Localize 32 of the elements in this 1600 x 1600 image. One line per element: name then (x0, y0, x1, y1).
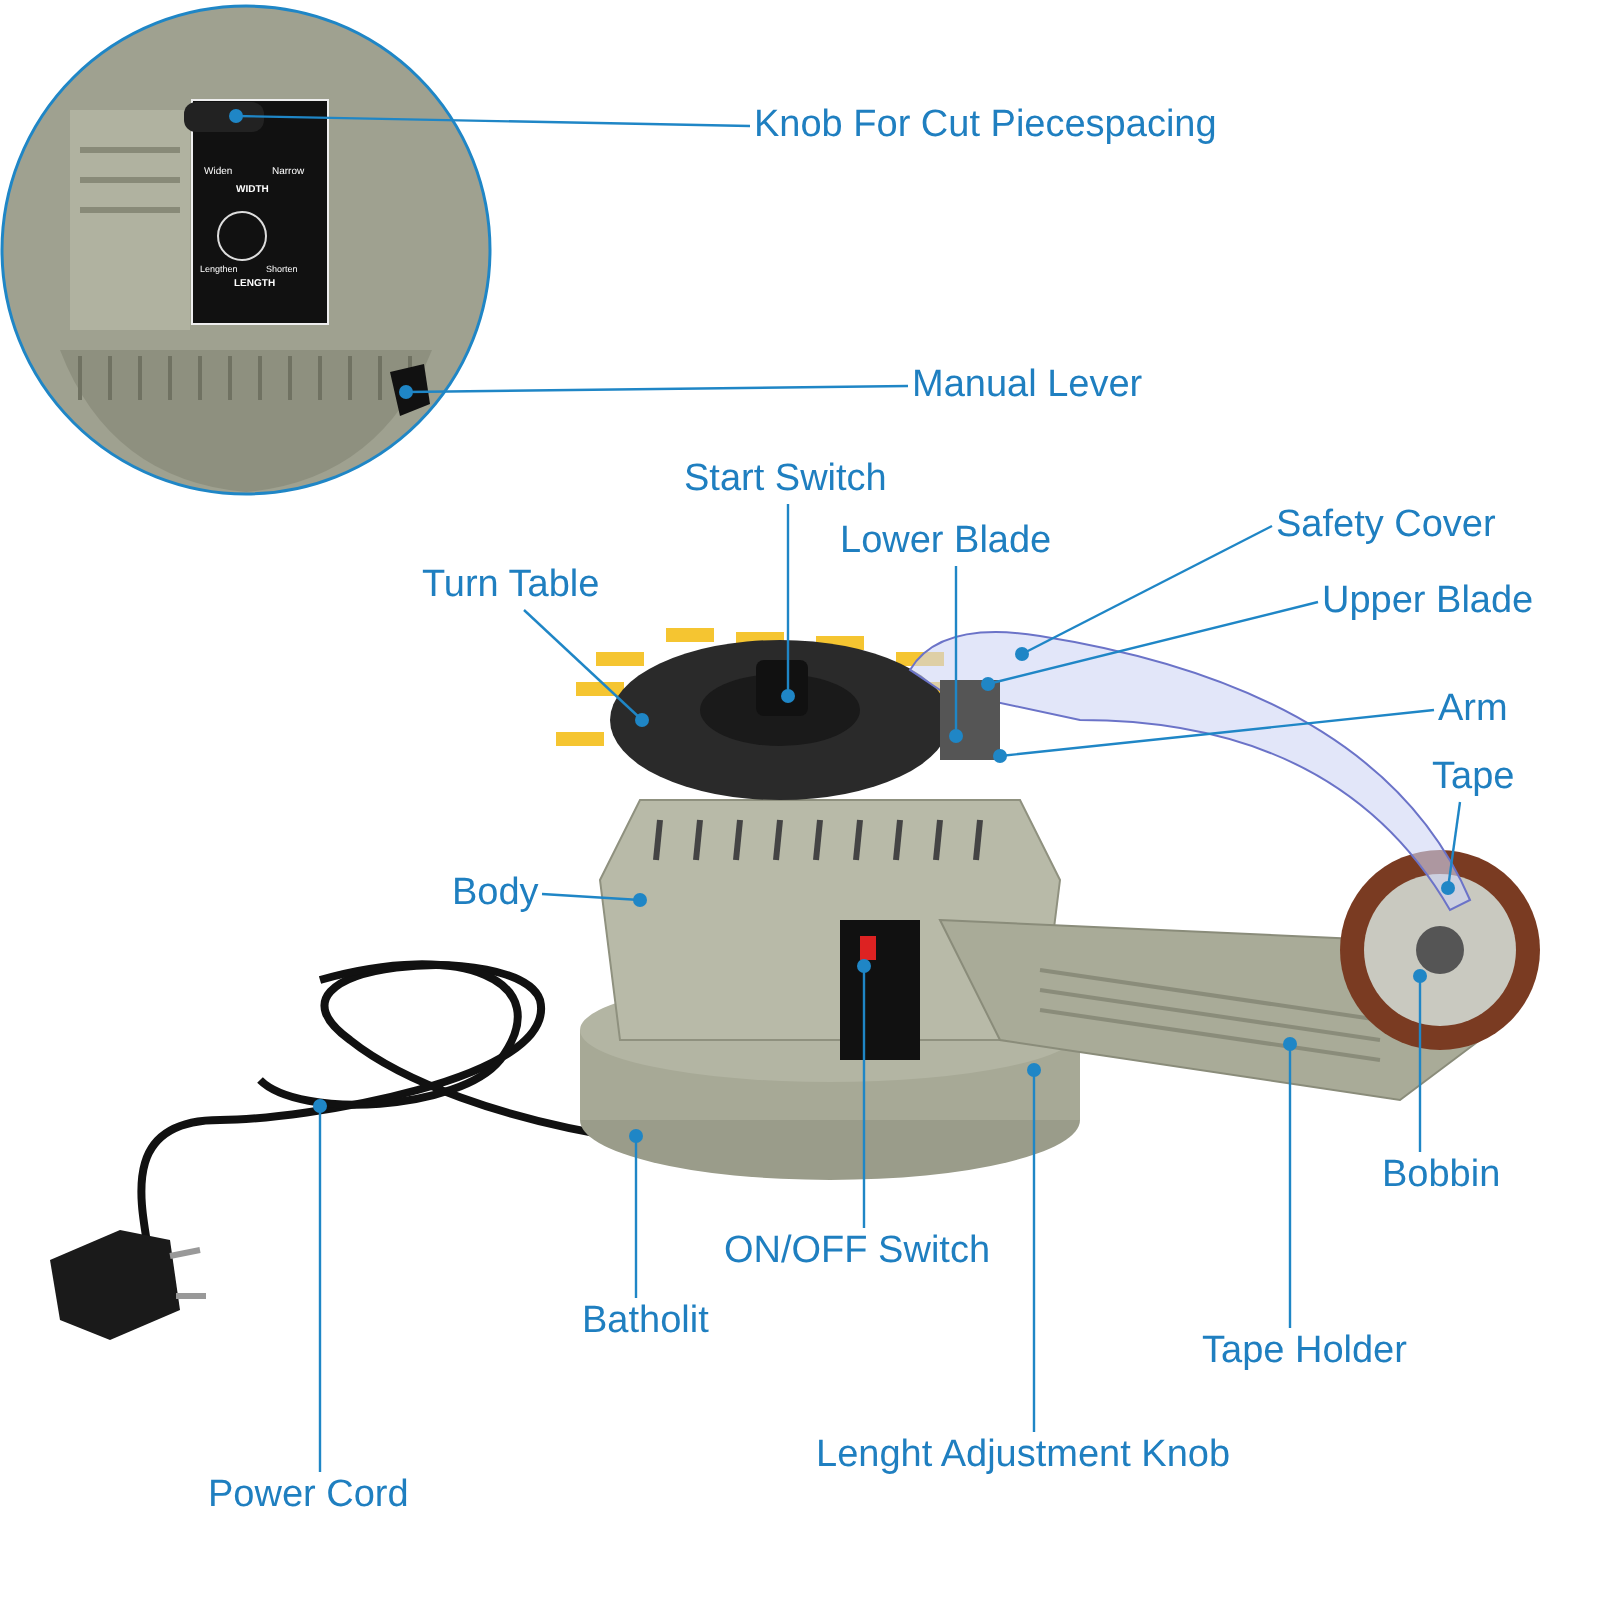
leader-line (629, 1129, 643, 1298)
callout-label: Body (452, 872, 539, 916)
callout-label: Manual Lever (912, 364, 1143, 408)
leader-line (781, 504, 795, 703)
callout-label: Tape (1432, 756, 1515, 800)
leader-line (857, 959, 871, 1228)
leader-line (993, 708, 1435, 763)
callout-label: Safety Cover (1276, 504, 1496, 548)
callout-label: Lenght Adjustment Knob (816, 1434, 1231, 1478)
callout-label: Batholit (582, 1300, 709, 1344)
callout-label: Bobbin (1382, 1154, 1501, 1198)
callout-label: Knob For Cut Piecespacing (754, 104, 1217, 148)
callout-label: Arm (1438, 688, 1508, 732)
leader-line (949, 566, 963, 743)
leader-line (1027, 1063, 1041, 1432)
leader-line (1283, 1037, 1297, 1328)
leader-line (981, 600, 1319, 691)
callout-label: Tape Holder (1202, 1330, 1407, 1374)
callout-label: Power Cord (208, 1474, 409, 1518)
leader-line (523, 609, 649, 727)
leader-line (1441, 801, 1462, 895)
callout-label: Start Switch (684, 458, 887, 502)
leader-line (1015, 524, 1273, 661)
leader-line (229, 109, 751, 128)
leader-line (541, 892, 647, 907)
callout-label: Turn Table (422, 564, 600, 608)
leader-line (399, 384, 908, 399)
callout-label: Lower Blade (840, 520, 1052, 564)
callout-label: Upper Blade (1322, 580, 1534, 624)
leader-line (1413, 969, 1427, 1152)
callout-label: ON/OFF Switch (724, 1230, 991, 1274)
leader-line (313, 1099, 327, 1472)
